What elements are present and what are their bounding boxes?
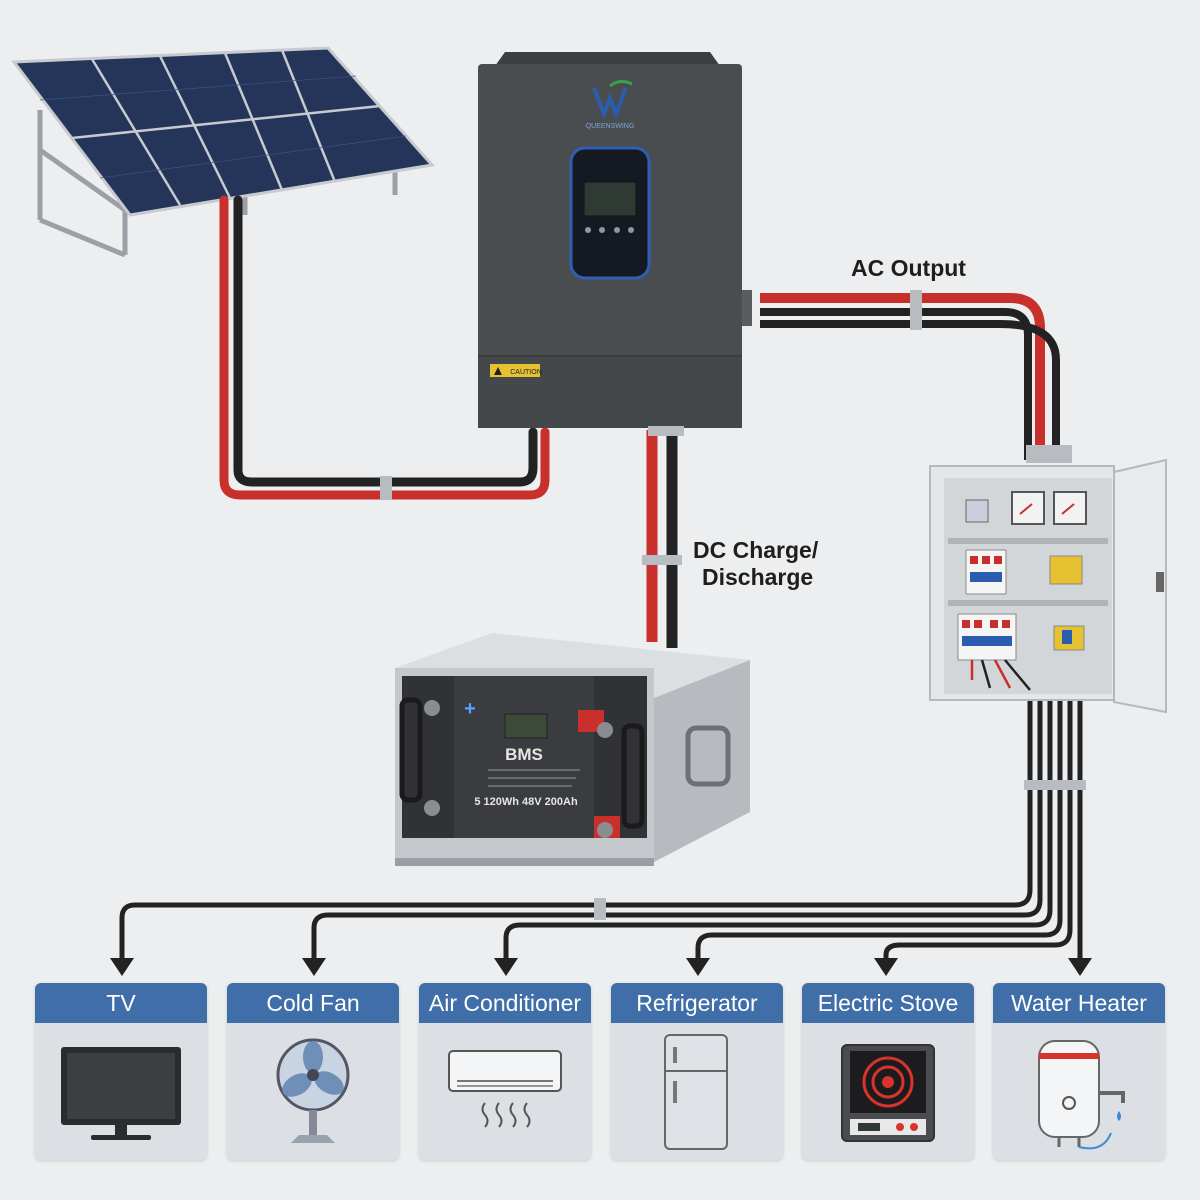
air-conditioner-icon xyxy=(419,1023,591,1160)
lithium-battery: + BMS 5 120Wh 48V 200Ah xyxy=(395,633,750,866)
appliance-card-refrigerator: Refrigerator xyxy=(611,983,783,1160)
appliance-title-electric-stove: Electric Stove xyxy=(802,983,974,1023)
appliance-title-cold-fan: Cold Fan xyxy=(227,983,399,1023)
lcd-screen xyxy=(584,182,636,216)
electric-stove-icon xyxy=(802,1023,974,1160)
hybrid-inverter: QUEENSWING CAUTION xyxy=(478,52,752,436)
bms-label: BMS xyxy=(505,745,543,764)
distribution-box xyxy=(930,460,1166,712)
dc-charge-label-line1: DC Charge/ xyxy=(693,536,818,564)
appliance-title-tv: TV xyxy=(35,983,207,1023)
appliance-card-electric-stove: Electric Stove xyxy=(802,983,974,1160)
dc-cable xyxy=(642,430,682,648)
bms-screen xyxy=(505,714,547,738)
svg-text:+: + xyxy=(464,698,476,720)
refrigerator-icon xyxy=(611,1023,783,1160)
appliance-title-refrigerator: Refrigerator xyxy=(611,983,783,1023)
appliance-card-water-heater: Water Heater xyxy=(993,983,1165,1160)
ac-output-cable xyxy=(760,290,1072,463)
tv-icon xyxy=(35,1023,207,1160)
fan-icon xyxy=(227,1023,399,1160)
feeder-arrowheads xyxy=(110,958,1092,976)
ac-output-label: AC Output xyxy=(851,254,966,282)
dc-charge-label-line2: Discharge xyxy=(702,563,813,591)
appliance-card-tv: TV xyxy=(35,983,207,1160)
appliance-title-air-conditioner: Air Conditioner xyxy=(419,983,591,1023)
battery-spec-label: 5 120Wh 48V 200Ah xyxy=(474,796,578,808)
caution-text: CAUTION xyxy=(510,369,542,376)
appliance-card-air-conditioner: Air Conditioner xyxy=(419,983,591,1160)
water-heater-icon xyxy=(993,1023,1165,1160)
brand-text: QUEENSWING xyxy=(586,123,635,130)
appliance-card-cold-fan: Cold Fan xyxy=(227,983,399,1160)
appliance-title-water-heater: Water Heater xyxy=(993,983,1165,1023)
